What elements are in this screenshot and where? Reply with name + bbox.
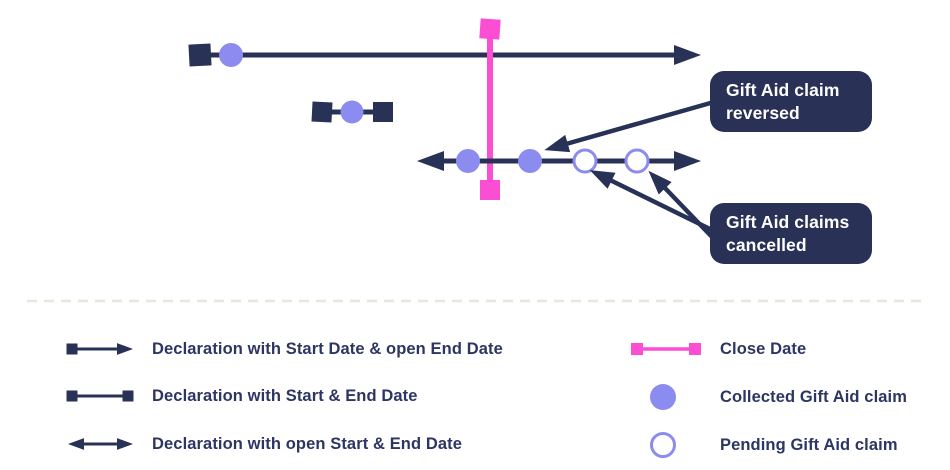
legend-close-date-square-icon xyxy=(631,343,643,355)
cancelled-annotation-arrow-right xyxy=(648,170,714,239)
legend-label-declaration-start-open-end: Declaration with Start Date & open End D… xyxy=(152,339,503,358)
legend-end-square-icon xyxy=(122,390,134,402)
collected-claim-dot-icon xyxy=(340,100,364,124)
collected-claim-reversed-dot-icon xyxy=(518,149,542,173)
pending-gift-aid-claim-symbol xyxy=(650,432,676,458)
start-date-square-icon xyxy=(311,101,333,123)
gift-aid-claims-cancelled-callout: Gift Aid claims cancelled xyxy=(710,203,872,264)
collected-claim-dot-icon xyxy=(456,149,480,173)
gift-aid-claim-reversed-callout: Gift Aid claim reversed xyxy=(710,71,872,132)
legend-label-declaration-open-start-end: Declaration with open Start & End Date xyxy=(152,434,463,453)
legend-label-pending-gift-aid-claim: Pending Gift Aid claim xyxy=(720,435,898,454)
legend-label-declaration-start-end: Declaration with Start & End Date xyxy=(152,386,418,405)
legend-label-close-date: Close Date xyxy=(720,339,807,358)
close-date-top-square-icon xyxy=(479,18,501,40)
declaration-start-end-symbol xyxy=(66,390,134,402)
pending-claim-dot-icon xyxy=(624,148,650,174)
start-date-square-icon xyxy=(188,43,212,67)
collected-claim-dot-icon xyxy=(219,43,243,67)
collected-gift-aid-claim-symbol xyxy=(650,384,676,410)
legend-close-date-square-icon xyxy=(689,343,701,355)
reversed-annotation-arrow xyxy=(544,99,715,153)
legend-start-square-icon xyxy=(66,343,78,355)
legend-label-collected-gift-aid-claim: Collected Gift Aid claim xyxy=(720,387,907,406)
close-date-symbol xyxy=(631,343,701,355)
end-date-square-icon xyxy=(373,102,393,122)
declaration-start-open-end-symbol xyxy=(66,343,133,355)
legend-start-square-icon xyxy=(66,390,78,402)
close-date-bottom-square-icon xyxy=(480,180,500,200)
pending-claim-dot-icon xyxy=(572,148,598,174)
